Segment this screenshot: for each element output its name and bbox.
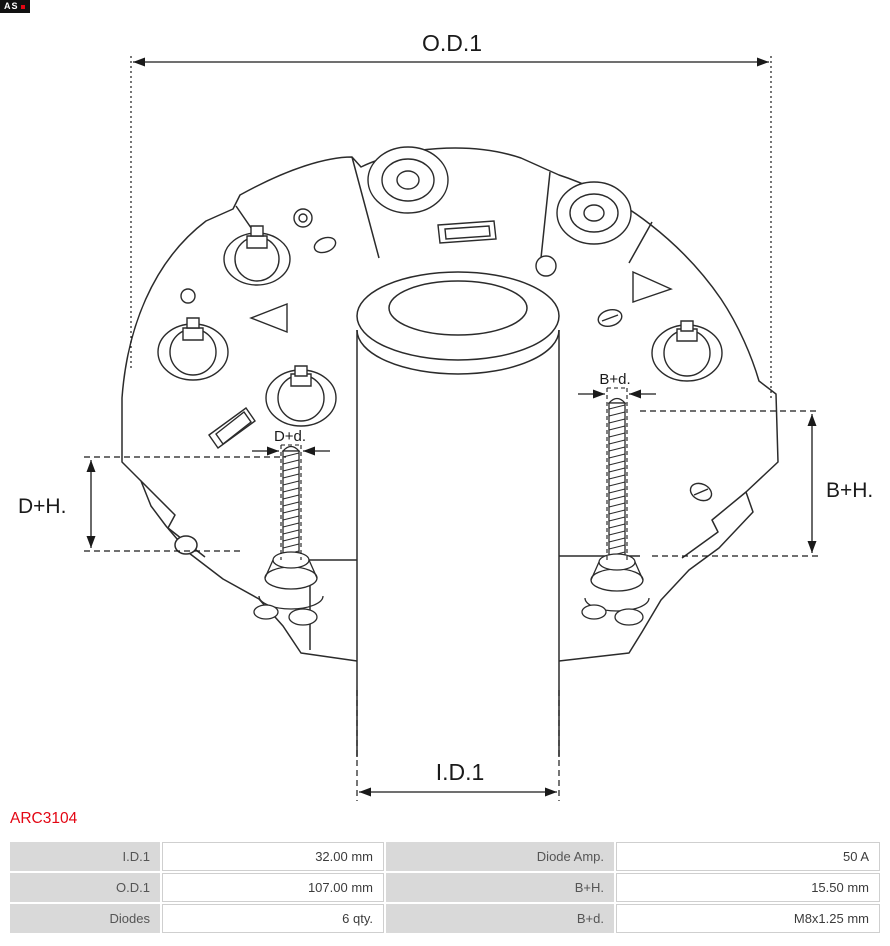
spec-label-cell: I.D.1 (10, 842, 160, 871)
brand-logo-text: AS (4, 1, 19, 11)
spec-row: I.D.1 32.00 mm Diode Amp. 50 A (10, 842, 880, 871)
spec-value-cell: M8x1.25 mm (616, 904, 880, 933)
diode-2 (157, 317, 229, 381)
dim-label-od1: O.D.1 (422, 30, 482, 56)
dimension-dd (252, 444, 330, 560)
stamped-arrow-marks (249, 270, 673, 334)
spec-row: O.D.1 107.00 mm B+H. 15.50 mm (10, 873, 880, 902)
spec-row: Diodes 6 qty. B+d. M8x1.25 mm (10, 904, 880, 933)
spec-table: I.D.1 32.00 mm Diode Amp. 50 A O.D.1 107… (8, 840, 882, 935)
dim-label-bh: B+H. (826, 479, 873, 502)
spec-label-cell: Diode Amp. (386, 842, 614, 871)
dimension-labels: O.D.1 I.D.1 D+H. B+H. D+d. B+d. (18, 30, 873, 785)
dim-label-dh: D+H. (18, 495, 66, 518)
dimension-od1 (130, 56, 772, 398)
terminal-boss-right (556, 181, 632, 245)
diode-1 (223, 225, 291, 286)
spec-label-cell: Diodes (10, 904, 160, 933)
brand-logo: AS (0, 0, 30, 13)
dim-label-bd: B+d. (599, 371, 630, 388)
dimension-bd (578, 387, 656, 562)
threaded-stud-left (253, 445, 324, 626)
spec-label-cell: O.D.1 (10, 873, 160, 902)
part-number-link[interactable]: ARC3104 (10, 810, 78, 827)
diode-3 (265, 365, 337, 427)
diode-4 (651, 320, 723, 382)
dimension-bh (640, 410, 820, 557)
spec-value-cell: 6 qty. (162, 904, 384, 933)
terminal-boss-left (367, 146, 449, 214)
spec-value-cell: 50 A (616, 842, 880, 871)
spec-label-cell: B+d. (386, 904, 614, 933)
dimension-lines (84, 56, 820, 801)
brand-logo-dot (20, 5, 25, 9)
dimension-id1 (356, 690, 560, 801)
threaded-stud-right (581, 397, 650, 626)
dimension-dh (84, 456, 286, 552)
technical-diagram: O.D.1 I.D.1 D+H. B+H. D+d. B+d. (18, 30, 873, 801)
lower-left-slot (208, 407, 256, 449)
spec-label-cell: B+H. (386, 873, 614, 902)
top-slot (437, 220, 497, 244)
center-hub (356, 271, 560, 757)
dim-label-id1: I.D.1 (436, 759, 485, 785)
small-holes (180, 208, 713, 502)
spec-value-cell: 32.00 mm (162, 842, 384, 871)
spec-value-cell: 107.00 mm (162, 873, 384, 902)
plate-details (157, 146, 723, 502)
dim-label-dd: D+d. (274, 428, 306, 445)
spec-value-cell: 15.50 mm (616, 873, 880, 902)
